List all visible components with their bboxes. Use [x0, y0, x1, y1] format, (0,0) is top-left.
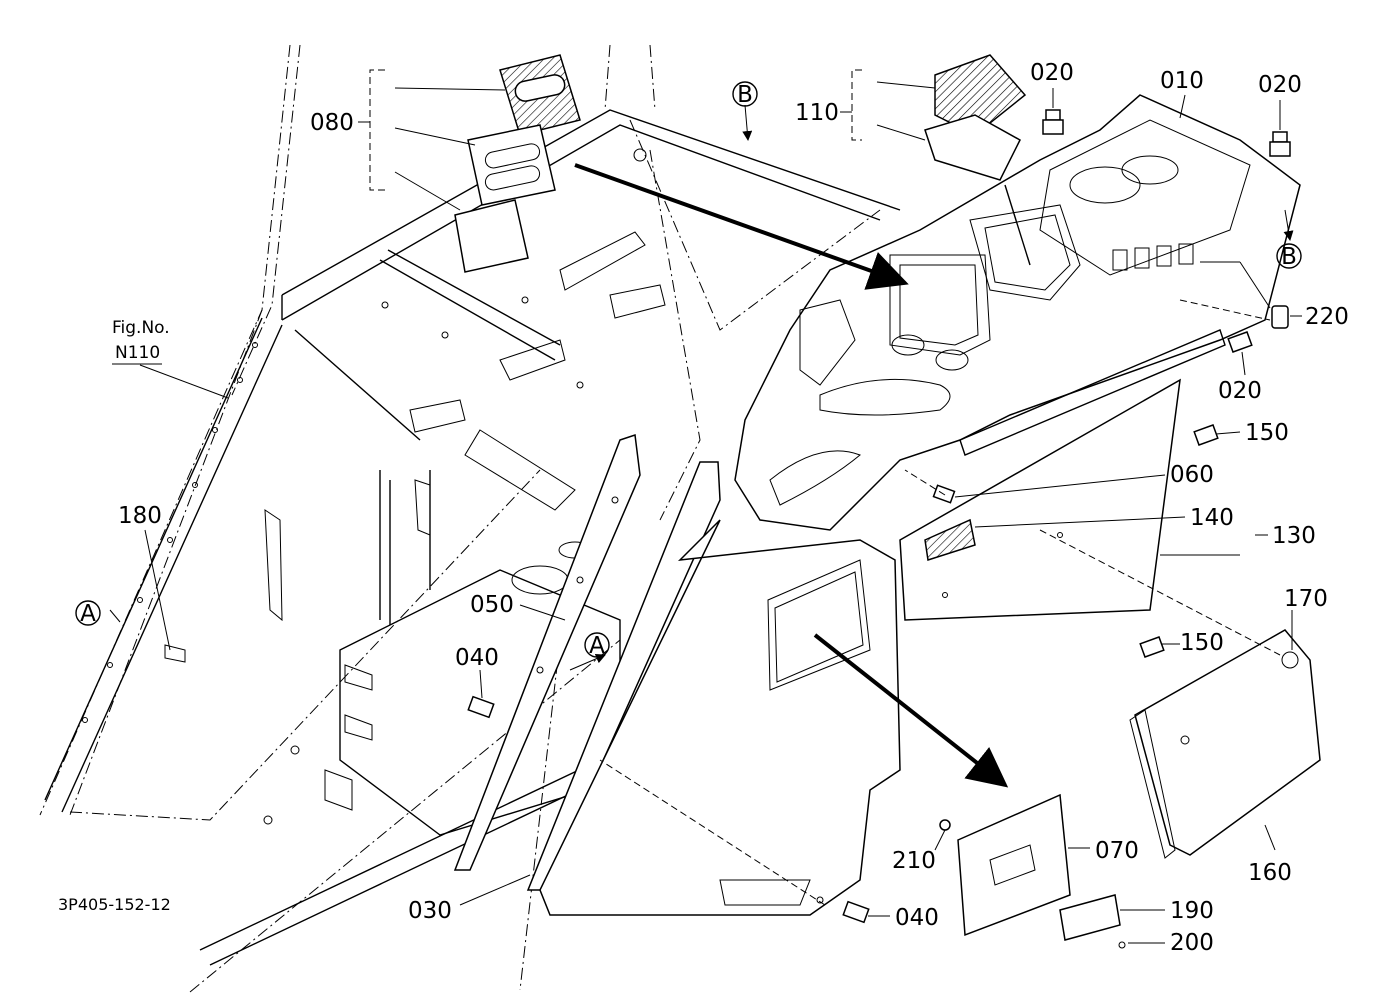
callout-220: 220	[1305, 304, 1349, 330]
cover-160	[1129, 629, 1321, 859]
callout-130: 130	[1272, 523, 1316, 549]
callout-020-right: 020	[1258, 72, 1302, 98]
clip-220	[1271, 305, 1289, 329]
callout-160: 160	[1248, 860, 1292, 886]
callout-140: 140	[1190, 505, 1234, 531]
bolt-150-a	[1193, 424, 1219, 446]
post-030	[526, 461, 721, 891]
leader-lines	[109, 81, 1302, 944]
callout-010: 010	[1160, 68, 1204, 94]
callout-040-bottom: 040	[895, 905, 939, 931]
decal-group-110	[851, 54, 1027, 181]
side-frame-strip	[44, 317, 283, 813]
ref-a-center: A	[589, 633, 605, 659]
callout-020-top: 020	[1030, 60, 1074, 86]
panel-030	[539, 519, 901, 916]
callout-040-left: 040	[455, 645, 499, 671]
post-050	[453, 433, 641, 871]
front-posts	[453, 433, 721, 891]
bolt-020-c	[1227, 331, 1253, 353]
panel-130	[899, 378, 1181, 621]
callout-200: 200	[1170, 930, 1214, 956]
callout-180: 180	[118, 503, 162, 529]
bolt-020-a	[1042, 109, 1064, 135]
callout-020-lower: 020	[1218, 378, 1262, 404]
fig-ref-line2: N110	[115, 343, 160, 363]
bolt-040-a	[467, 695, 495, 719]
fig-ref-line1: Fig.No.	[112, 318, 170, 338]
drawing-code: 3P405-152-12	[58, 895, 171, 914]
bolt-040-b	[842, 900, 870, 924]
callout-050: 050	[470, 592, 514, 618]
callout-190: 190	[1170, 898, 1214, 924]
callout-210: 210	[892, 848, 936, 874]
emblem-140	[924, 518, 976, 561]
callout-070: 070	[1095, 838, 1139, 864]
callout-030: 030	[408, 898, 452, 924]
callout-060: 060	[1170, 462, 1214, 488]
panel-070	[939, 793, 1126, 949]
ref-a-left: A	[80, 601, 96, 627]
decal-group-080	[369, 54, 581, 273]
console-010	[734, 94, 1301, 531]
cab-frame-phantom	[39, 44, 881, 993]
callout-170: 170	[1284, 586, 1328, 612]
callout-150-upper: 150	[1245, 420, 1289, 446]
ref-b-right: B	[1281, 244, 1297, 270]
callout-110: 110	[795, 100, 839, 126]
bolt-020-b	[1269, 131, 1291, 157]
fasteners	[467, 109, 1291, 924]
bolt-210	[939, 819, 951, 831]
callout-labels: 010 020 020 020 030 040 040 050 060 070 …	[118, 60, 1349, 956]
figure-reference: Fig.No. N110	[112, 318, 170, 365]
callout-080: 080	[310, 110, 354, 136]
assembly-arrows	[574, 163, 1031, 788]
reference-marks: B B A A	[75, 81, 1302, 659]
bolt-150-b	[1139, 636, 1165, 658]
ref-b-top: B	[737, 82, 753, 108]
part-190	[1059, 894, 1121, 941]
floor-platform	[264, 109, 901, 625]
callout-150-lower: 150	[1180, 630, 1224, 656]
